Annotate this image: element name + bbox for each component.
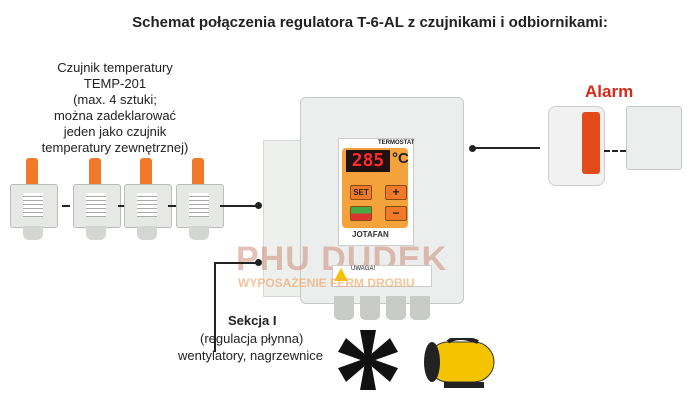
sensor-text-line: jeden jako czujnik bbox=[63, 124, 167, 139]
output-wire bbox=[215, 262, 258, 264]
termostat-label: TERMOSTAT bbox=[378, 140, 415, 146]
temperature-sensor bbox=[10, 158, 58, 240]
alarm-module bbox=[626, 106, 682, 170]
sensor-text-line: można zadeklarować bbox=[53, 108, 177, 123]
sensor-text-line: (max. 4 sztuki; bbox=[73, 92, 157, 107]
sensor-description: Czujnik temperatury TEMP-201 (max. 4 szt… bbox=[20, 60, 210, 156]
siren-lens bbox=[582, 112, 600, 174]
connection-dot bbox=[255, 202, 262, 209]
set-button[interactable]: SET bbox=[350, 185, 372, 200]
sensor-text-line: TEMP-201 bbox=[83, 76, 147, 91]
temperature-sensor bbox=[124, 158, 172, 240]
cable-gland bbox=[386, 296, 406, 320]
status-indicator bbox=[350, 206, 372, 221]
section-title: Sekcja I bbox=[228, 313, 277, 328]
watermark-subtitle: WYPOSAŻENIE FERM DROBIU bbox=[238, 276, 415, 290]
section-line2: wentylatory, nagrzewnice bbox=[178, 348, 323, 363]
plus-button[interactable]: + bbox=[385, 185, 407, 200]
output-wire bbox=[214, 262, 216, 352]
temperature-display: 285 bbox=[346, 150, 390, 172]
warning-text: UWAGA! bbox=[351, 266, 376, 272]
cable-gland bbox=[410, 296, 430, 320]
mounting-plate bbox=[263, 140, 305, 297]
diagram-title: Schemat połączenia regulatora T-6-AL z c… bbox=[132, 14, 608, 31]
connector-dash bbox=[118, 205, 124, 207]
sensor-text-line: temperatury zewnętrznej) bbox=[41, 140, 189, 155]
alarm-wire bbox=[472, 147, 540, 149]
alarm-label: Alarm bbox=[585, 82, 634, 101]
warning-sticker: UWAGA! bbox=[332, 265, 432, 287]
sensor-wire bbox=[220, 205, 258, 207]
temperature-sensor bbox=[73, 158, 121, 240]
connector-dash bbox=[62, 205, 70, 207]
unit-label: °C bbox=[392, 150, 409, 167]
temperature-sensor bbox=[176, 158, 224, 240]
brand-label: JOTAFAN bbox=[352, 230, 389, 239]
heater-icon bbox=[424, 338, 495, 388]
fan-icon bbox=[338, 330, 398, 390]
warning-icon bbox=[334, 268, 348, 281]
minus-button[interactable]: − bbox=[385, 206, 407, 221]
connection-dot bbox=[255, 259, 262, 266]
connector-dash bbox=[604, 150, 626, 152]
cable-gland bbox=[334, 296, 354, 320]
cable-gland bbox=[360, 296, 380, 320]
sensor-text-line: Czujnik temperatury bbox=[57, 60, 173, 75]
connector-dash bbox=[168, 205, 176, 207]
section-line1: (regulacja płynna) bbox=[200, 331, 304, 346]
